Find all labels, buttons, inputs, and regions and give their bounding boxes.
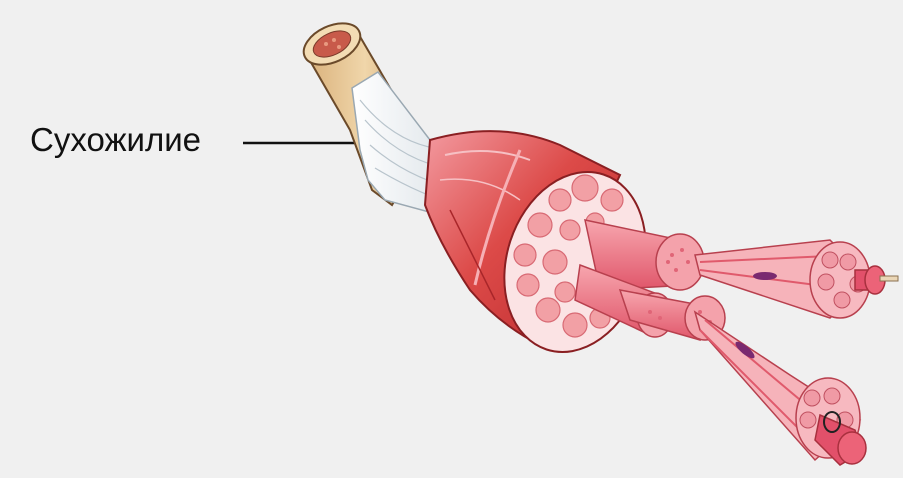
tendon-label: Сухожилие bbox=[30, 121, 201, 158]
muscle-fiber-bundle-upper bbox=[694, 239, 899, 319]
fascicle-bundles bbox=[574, 219, 726, 341]
muscle-fiber-bundle-lower bbox=[693, 310, 867, 466]
